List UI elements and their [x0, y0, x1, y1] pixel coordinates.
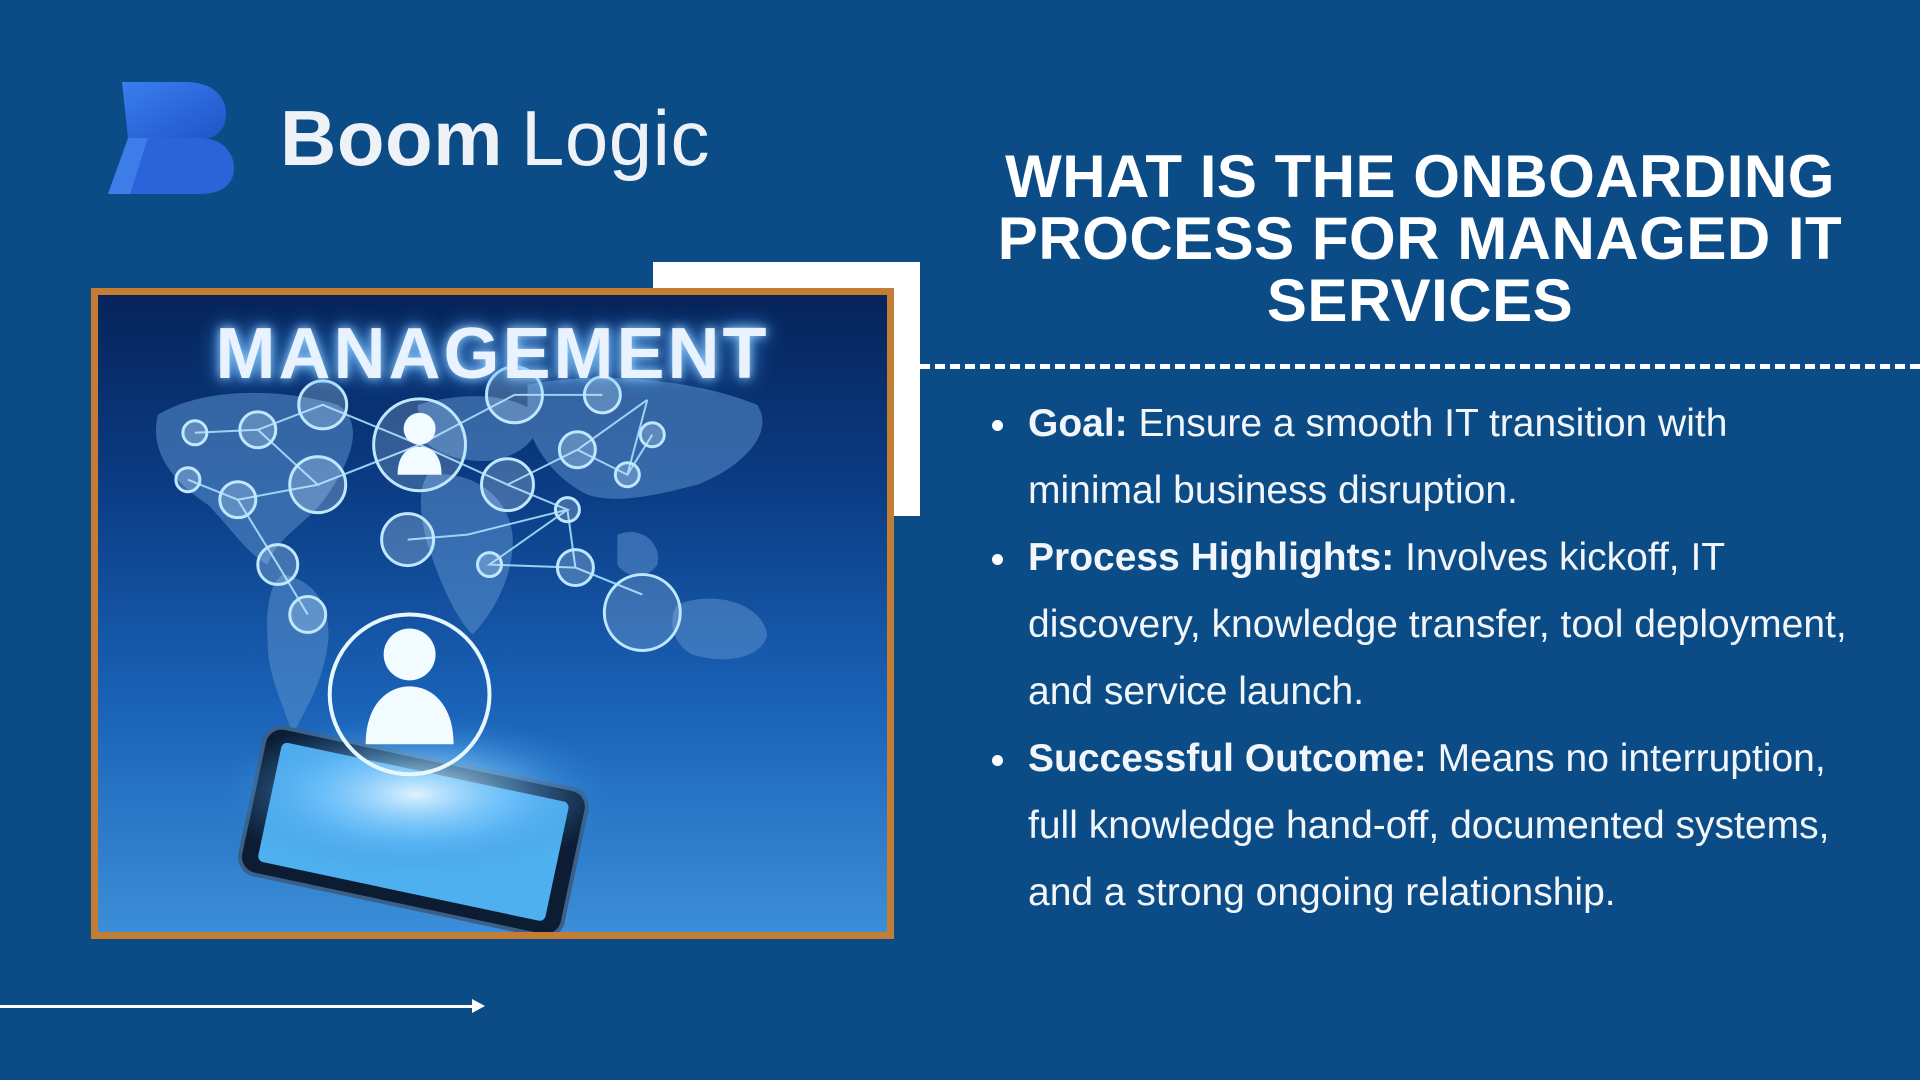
heading-line-3: SERVICES	[1266, 267, 1574, 334]
page-heading: WHAT IS THE ONBOARDING PROCESS FOR MANAG…	[960, 146, 1880, 332]
bullet-label: Process Highlights:	[1028, 536, 1395, 579]
bullet-text: Ensure a smooth IT transition with minim…	[1028, 402, 1728, 512]
bullet-label: Successful Outcome:	[1028, 737, 1427, 780]
bullet-label: Goal:	[1028, 402, 1128, 445]
bullet-dot-icon	[992, 554, 1003, 565]
heading-line-2: PROCESS FOR MANAGED IT	[997, 205, 1843, 272]
bullet-dot-icon	[992, 420, 1003, 431]
dashed-divider	[920, 364, 1920, 369]
arrow-right-icon	[472, 999, 485, 1013]
heading-line-1: WHAT IS THE ONBOARDING	[1005, 143, 1835, 210]
management-image: MANAGEMENT	[91, 288, 894, 939]
brand-name-light: Logic	[520, 93, 710, 182]
b-letter-logo-icon	[108, 82, 234, 194]
arrow-right-line	[0, 1005, 476, 1008]
bullet-text: Means no interruption, full knowledge ha…	[1028, 737, 1830, 914]
bullet-text: Involves kickoff, IT discovery, knowledg…	[1028, 536, 1847, 713]
brand-name-bold: Boom	[280, 93, 503, 182]
key-points-list: Goal: Ensure a smooth IT transition with…	[992, 390, 1852, 926]
list-item: Successful Outcome: Means no interruptio…	[992, 725, 1852, 926]
list-item: Process Highlights: Involves kickoff, IT…	[992, 524, 1852, 725]
list-item: Goal: Ensure a smooth IT transition with…	[992, 390, 1852, 524]
bullet-dot-icon	[992, 755, 1003, 766]
management-title: MANAGEMENT	[215, 314, 770, 394]
network-people-tablet-illustration	[155, 365, 768, 932]
